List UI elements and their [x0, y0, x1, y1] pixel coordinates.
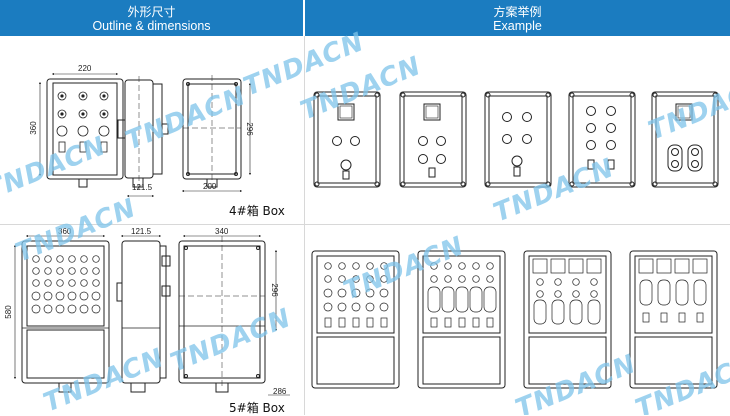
watermark-7: TNDACN	[11, 193, 140, 268]
box4-front-knobs	[56, 91, 110, 153]
box5-dim-width: 360	[58, 227, 72, 236]
box5-dim-depth: 121.5	[131, 227, 152, 236]
example-panel-4	[568, 91, 636, 188]
box5-front-view	[13, 234, 110, 393]
outline-header: 外形尺寸 Outline & dimensions	[0, 0, 303, 36]
box4-dim-width: 220	[78, 64, 92, 73]
box4-dim-depth: 121.5	[132, 183, 153, 192]
box5-side-view	[116, 234, 171, 393]
outline-header-en: Outline & dimensions	[92, 19, 211, 33]
example-panel-5	[651, 91, 719, 188]
watermark-11: TNDACN	[511, 349, 640, 415]
example-panel-2	[399, 91, 467, 188]
box5-front-knobs	[31, 255, 101, 314]
example-panel-8	[523, 250, 612, 389]
example-header-en: Example	[493, 19, 542, 33]
box4-back-view	[181, 75, 252, 193]
box5-back-view	[178, 234, 290, 396]
box5-label: 5#箱 Box	[229, 401, 285, 415]
watermark-2: TNDACN	[121, 81, 250, 156]
example-panel-6	[311, 250, 400, 389]
box4-dim-mount-height: 296	[245, 122, 254, 136]
box4-dim-mount-width: 200	[203, 182, 217, 191]
example-panel-9	[629, 250, 718, 389]
example-header: 方案举例 Example	[305, 0, 730, 36]
example-panel-1	[313, 91, 381, 188]
outline-header-zh: 外形尺寸	[127, 5, 176, 19]
watermark-6: TNDACN	[644, 71, 730, 146]
box5-dim-mount-width: 340	[215, 227, 229, 236]
example-header-zh: 方案举例	[493, 5, 542, 19]
box4-side-view	[117, 76, 169, 198]
box5-dim-foot: 286	[273, 387, 287, 396]
example-panel-3	[484, 91, 552, 188]
watermark-5: TNDACN	[489, 153, 618, 228]
box5-dim-height: 580	[4, 305, 13, 319]
box4-dim-height: 360	[29, 121, 38, 135]
watermark-12: TNDACN	[631, 349, 730, 415]
vertical-divider	[304, 36, 305, 415]
box4-front-view	[38, 72, 124, 188]
box4-label: 4#箱 Box	[229, 204, 285, 218]
example-panel-7	[417, 250, 506, 389]
box5-dim-mount-height: 296	[270, 283, 279, 297]
watermark-8: TNDACN	[166, 303, 295, 378]
horizontal-divider	[0, 224, 730, 225]
